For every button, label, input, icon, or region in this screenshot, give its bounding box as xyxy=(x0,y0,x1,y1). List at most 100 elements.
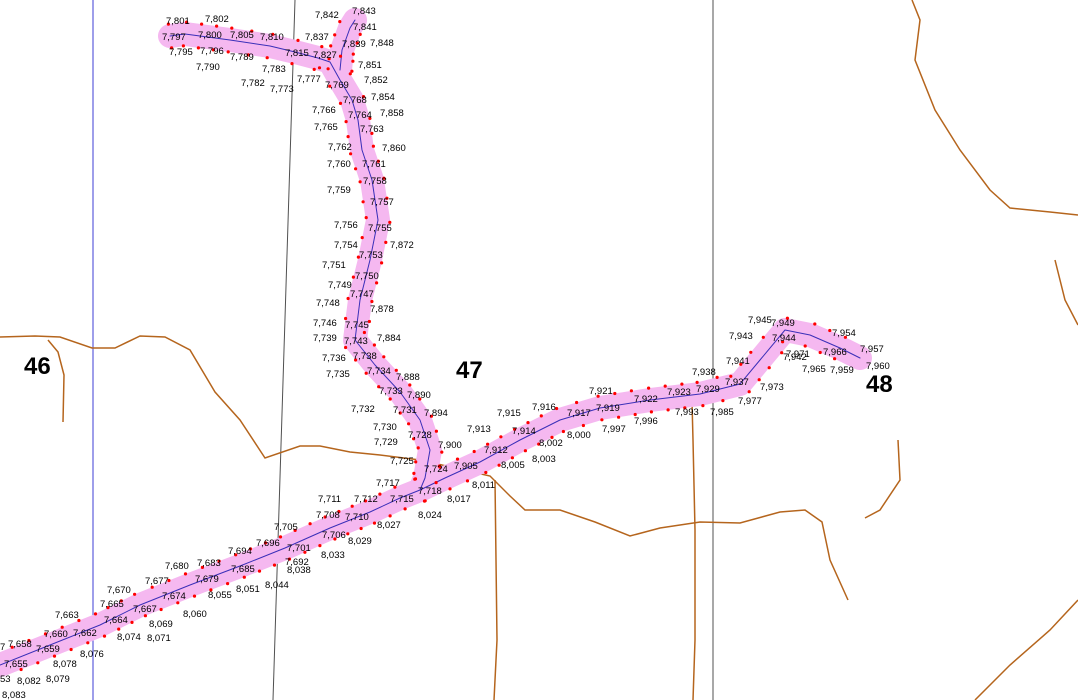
survey-point xyxy=(263,541,268,545)
station-label: 7,761 xyxy=(362,159,386,170)
station-label: 7,680 xyxy=(165,561,189,572)
station-label: 7,858 xyxy=(380,108,404,119)
station-label: 7,759 xyxy=(327,185,351,196)
survey-point xyxy=(398,411,402,415)
station-label: 7,827 xyxy=(313,50,337,61)
survey-point xyxy=(176,601,180,605)
road xyxy=(864,439,901,519)
station-label: 7,888 xyxy=(396,372,420,383)
survey-point xyxy=(393,485,397,489)
station-label: 7,766 xyxy=(312,105,336,116)
station-label: 8,011 xyxy=(472,480,495,491)
station-label: 7,942 xyxy=(783,352,807,363)
station-label: 8,071 xyxy=(147,633,171,644)
station-label: 8,060 xyxy=(183,609,207,620)
section-line xyxy=(272,0,296,700)
station-label: 7,929 xyxy=(696,384,720,395)
survey-point xyxy=(372,521,377,525)
station-label: 7,872 xyxy=(390,240,414,251)
survey-point xyxy=(828,328,832,333)
station-label: 7,923 xyxy=(667,387,691,398)
station-label: 7,750 xyxy=(355,271,379,282)
station-label: 7,660 xyxy=(44,629,68,640)
survey-point xyxy=(484,470,488,475)
survey-point xyxy=(360,236,364,240)
station-label: 7,701 xyxy=(287,543,311,554)
survey-point xyxy=(767,366,771,370)
survey-point xyxy=(130,620,134,625)
survey-point xyxy=(813,322,817,326)
station-label: 8,055 xyxy=(208,590,232,601)
station-label: 7,782 xyxy=(241,78,265,89)
station-label: 7,760 xyxy=(327,159,351,170)
station-label: 7,966 xyxy=(823,347,847,358)
survey-point xyxy=(248,547,253,551)
station-label: 7,938 xyxy=(692,367,716,378)
survey-point xyxy=(418,397,422,401)
station-label: 7,941 xyxy=(726,356,750,367)
survey-point xyxy=(250,29,254,33)
station-label: 8,024 xyxy=(418,510,442,521)
survey-point xyxy=(181,44,185,48)
survey-point xyxy=(308,522,312,526)
survey-point xyxy=(378,492,382,496)
survey-point xyxy=(346,296,350,301)
station-label: 7,738 xyxy=(353,351,377,362)
survey-point xyxy=(371,144,375,148)
survey-point xyxy=(354,167,358,171)
survey-point xyxy=(183,572,188,576)
station-label: 7,724 xyxy=(424,464,448,475)
survey-point xyxy=(785,316,790,320)
station-label: 7,843 xyxy=(352,6,376,17)
station-label: 7,692 xyxy=(285,557,309,568)
survey-point xyxy=(596,394,600,398)
survey-point xyxy=(375,281,379,285)
area-label-46: 46 xyxy=(24,353,51,380)
station-label: 8,005 xyxy=(501,460,525,471)
station-label: 7,815 xyxy=(285,48,309,59)
survey-point xyxy=(106,606,110,610)
station-label: 7,949 xyxy=(771,318,795,329)
survey-point xyxy=(663,384,667,388)
survey-point xyxy=(217,559,221,563)
station-label: 7,743 xyxy=(344,336,368,347)
survey-point xyxy=(561,429,566,434)
station-label: 7,739 xyxy=(313,333,337,344)
survey-point xyxy=(440,450,444,454)
survey-point xyxy=(729,374,733,378)
survey-point xyxy=(196,46,200,50)
station-label: 7,943 xyxy=(729,331,753,342)
station-label: 7,749 xyxy=(328,280,352,291)
station-label: 7,670 xyxy=(107,585,131,596)
survey-point xyxy=(333,33,337,37)
station-label: 8,051 xyxy=(236,584,260,595)
survey-point xyxy=(394,368,398,372)
survey-point xyxy=(539,414,543,418)
station-label: 7,945 xyxy=(748,315,772,326)
survey-point xyxy=(364,216,368,220)
survey-point xyxy=(265,56,269,60)
station-label: 7,731 xyxy=(393,405,417,416)
survey-point xyxy=(747,390,751,394)
station-label: 7,810 xyxy=(260,32,284,43)
survey-point xyxy=(102,634,107,638)
survey-point xyxy=(337,509,341,514)
survey-point xyxy=(526,421,530,425)
station-label: 7,777 xyxy=(297,74,321,85)
survey-point xyxy=(472,449,476,454)
survey-point xyxy=(413,477,417,481)
station-label: 7,665 xyxy=(100,599,124,610)
station-label: 7,667 xyxy=(133,604,157,615)
station-label: 7,789 xyxy=(230,52,254,63)
survey-point xyxy=(246,53,250,57)
station-label: 8,003 xyxy=(532,454,556,465)
survey-point xyxy=(367,319,371,324)
station-label: 8,079 xyxy=(46,674,70,685)
survey-point xyxy=(581,423,586,428)
survey-point xyxy=(701,404,705,408)
survey-point xyxy=(303,550,307,554)
station-label: 7,683 xyxy=(197,558,221,569)
station-label: 7,769 xyxy=(325,80,349,91)
